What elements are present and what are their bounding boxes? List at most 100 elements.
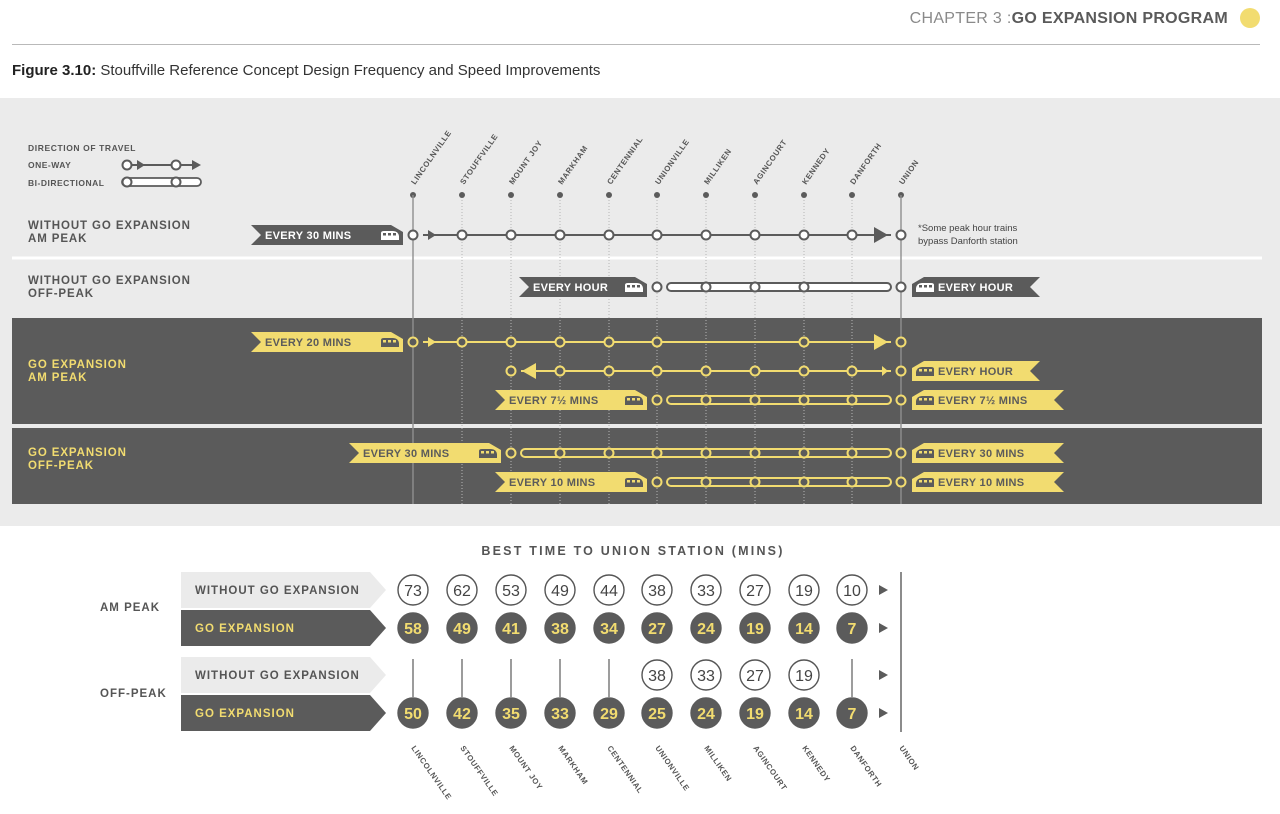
station-stop bbox=[895, 336, 907, 348]
time-circle bbox=[641, 659, 673, 691]
time-value: 19 bbox=[795, 583, 813, 600]
station-stop bbox=[895, 281, 907, 293]
train-window bbox=[637, 480, 640, 483]
legend-station-icon bbox=[170, 176, 182, 188]
train-window bbox=[919, 480, 922, 483]
legend-bi-track bbox=[121, 177, 202, 187]
time-value: 29 bbox=[600, 706, 618, 723]
station-stop bbox=[846, 476, 858, 488]
time-value: 73 bbox=[404, 583, 422, 600]
time-value: 49 bbox=[453, 621, 471, 638]
train-window bbox=[919, 369, 922, 372]
service-track bbox=[666, 395, 892, 405]
train-window bbox=[637, 398, 640, 401]
frequency-label: EVERY 7½ MINS bbox=[938, 395, 1028, 407]
time-circle bbox=[446, 612, 478, 644]
time-circle bbox=[495, 697, 527, 729]
train-icon bbox=[381, 338, 399, 347]
train-window bbox=[637, 285, 640, 288]
train-icon bbox=[625, 283, 643, 292]
station-dot bbox=[703, 192, 709, 198]
frequency-banner bbox=[912, 361, 1040, 381]
station-stop bbox=[895, 447, 907, 459]
row-arrow-icon bbox=[879, 623, 888, 633]
station-stop bbox=[651, 336, 663, 348]
direction-arrow-icon bbox=[874, 227, 888, 243]
frequency-label: EVERY 10 MINS bbox=[509, 477, 595, 489]
station-dot bbox=[654, 192, 660, 198]
station-stop bbox=[505, 447, 517, 459]
train-window bbox=[929, 480, 932, 483]
station-label-bottom: DANFORTH bbox=[848, 744, 883, 789]
station-stop bbox=[846, 229, 858, 241]
station-stop bbox=[798, 229, 810, 241]
train-window bbox=[924, 398, 927, 401]
legend-station-icon bbox=[170, 159, 182, 171]
station-label-bottom: LINCOLNVILLE bbox=[409, 744, 453, 802]
time-circle bbox=[788, 697, 820, 729]
direction-arrow-icon bbox=[428, 230, 436, 240]
frequency-banner bbox=[519, 277, 647, 297]
train-window bbox=[388, 340, 391, 343]
train-icon bbox=[916, 367, 934, 376]
time-circle bbox=[544, 574, 576, 606]
legend-arrow-icon bbox=[137, 160, 145, 170]
station-label-bottom: CENTENNIAL bbox=[605, 744, 645, 795]
direction-arrow-icon bbox=[428, 337, 436, 347]
legend-station-icon bbox=[121, 159, 133, 171]
train-window bbox=[924, 285, 927, 288]
station-label-bottom: AGINCOURT bbox=[751, 744, 789, 792]
time-circle bbox=[836, 574, 868, 606]
frequency-banner bbox=[912, 390, 1064, 410]
time-value: 44 bbox=[600, 583, 618, 600]
frequency-label: EVERY 30 MINS bbox=[363, 448, 449, 460]
station-stop bbox=[651, 365, 663, 377]
time-row-label: GO EXPANSION bbox=[195, 623, 295, 635]
section-title: AM PEAK bbox=[28, 372, 87, 384]
section-band-go-offpeak bbox=[12, 428, 1262, 504]
station-stop bbox=[749, 365, 761, 377]
station-stop bbox=[895, 394, 907, 406]
train-window bbox=[924, 480, 927, 483]
station-stop bbox=[651, 476, 663, 488]
station-stop bbox=[798, 281, 810, 293]
time-value: 7 bbox=[848, 621, 857, 638]
station-stop bbox=[603, 336, 615, 348]
row-arrow-icon bbox=[879, 670, 888, 680]
train-window bbox=[632, 398, 635, 401]
row-arrow-icon bbox=[879, 585, 888, 595]
train-icon bbox=[916, 283, 934, 292]
time-value: 33 bbox=[551, 706, 569, 723]
frequency-label: EVERY 7½ MINS bbox=[509, 395, 599, 407]
time-circle bbox=[739, 697, 771, 729]
time-circle bbox=[788, 659, 820, 691]
time-value: 58 bbox=[404, 621, 422, 638]
train-icon bbox=[916, 478, 934, 487]
legend-title: DIRECTION OF TRAVEL bbox=[28, 143, 136, 153]
time-value: 14 bbox=[795, 706, 813, 723]
time-group-label: AM PEAK bbox=[100, 602, 160, 614]
station-stop bbox=[700, 394, 712, 406]
train-icon bbox=[916, 396, 934, 405]
train-window bbox=[627, 480, 630, 483]
station-stop bbox=[651, 447, 663, 459]
legend-bi-directional-label: BI-DIRECTIONAL bbox=[28, 178, 104, 188]
station-dot bbox=[508, 192, 514, 198]
train-icon bbox=[479, 449, 497, 458]
frequency-banner bbox=[912, 443, 1064, 463]
station-dot bbox=[557, 192, 563, 198]
frequency-banner bbox=[251, 225, 403, 245]
station-stop bbox=[749, 229, 761, 241]
frequency-banner bbox=[912, 277, 1040, 297]
time-circle bbox=[544, 697, 576, 729]
section-title: WITHOUT GO EXPANSION bbox=[28, 275, 191, 287]
time-value: 42 bbox=[453, 706, 471, 723]
station-stop bbox=[749, 476, 761, 488]
train-window bbox=[632, 285, 635, 288]
station-stop bbox=[798, 394, 810, 406]
time-row-banner bbox=[181, 572, 386, 608]
station-label-bottom: MARKHAM bbox=[556, 744, 589, 786]
time-circle bbox=[739, 574, 771, 606]
